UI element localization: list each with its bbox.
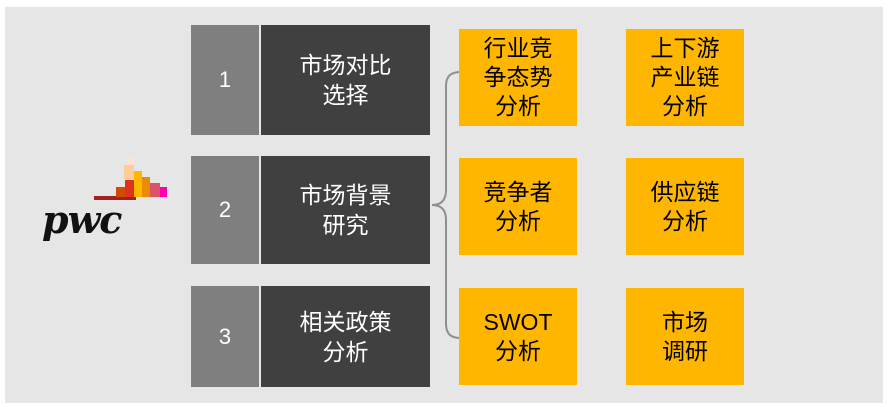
step-label: 市场背景 研究 <box>261 156 430 264</box>
pwc-logo-mark-icon <box>94 158 167 200</box>
step-number: 3 <box>191 286 259 387</box>
grouping-bracket <box>431 71 460 339</box>
analysis-card: 供应链 分析 <box>626 158 744 255</box>
step-label: 市场对比 选择 <box>261 25 430 135</box>
step-label: 相关政策 分析 <box>261 286 430 387</box>
analysis-card: 市场 调研 <box>626 288 744 385</box>
pwc-logo: pwc <box>42 157 170 252</box>
pwc-wordmark: pwc <box>42 197 122 242</box>
analysis-card: 行业竞 争态势 分析 <box>459 29 577 126</box>
analysis-card: SWOT 分析 <box>459 288 577 385</box>
step-number: 2 <box>191 156 259 264</box>
analysis-card: 上下游 产业链 分析 <box>626 29 744 126</box>
analysis-card: 竞争者 分析 <box>459 158 577 255</box>
step-number: 1 <box>191 25 259 135</box>
